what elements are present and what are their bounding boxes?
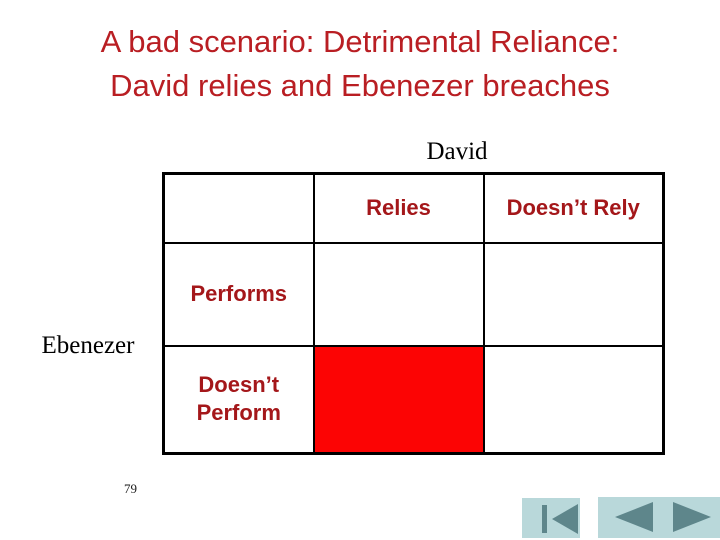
row-header-doesnt-perform: Doesn’t Perform <box>162 344 315 455</box>
nav-next-slide-button[interactable] <box>662 497 718 538</box>
nav-button-group <box>598 497 720 538</box>
column-axis-label-david: David <box>426 138 488 165</box>
highlighted-cell-doesnt-perform-relies <box>312 344 485 455</box>
page-number: 79 <box>124 481 137 496</box>
nav-previous-slide-button[interactable] <box>604 497 660 538</box>
column-header-doesnt-rely: Doesn’t Rely <box>482 172 665 244</box>
row-axis-label-ebenezer: Ebenezer <box>41 332 135 359</box>
nav-first-slide-button[interactable] <box>522 498 580 538</box>
slide-title-line2: David relies and Ebenezer breaches <box>110 68 610 103</box>
slide-title: A bad scenario: Detrimental Reliance: Da… <box>20 20 700 108</box>
matrix-table: Relies Doesn’t Rely Performs Doesn’t Per… <box>162 172 665 455</box>
slide-title-line1: A bad scenario: Detrimental Reliance: <box>100 24 620 59</box>
matrix-corner-cell <box>162 172 315 244</box>
cell-doesnt-perform-doesnt-rely <box>482 344 665 455</box>
column-header-relies: Relies <box>312 172 485 244</box>
row-header-performs: Performs <box>162 241 315 347</box>
cell-performs-doesnt-rely <box>482 241 665 347</box>
cell-performs-relies <box>312 241 485 347</box>
